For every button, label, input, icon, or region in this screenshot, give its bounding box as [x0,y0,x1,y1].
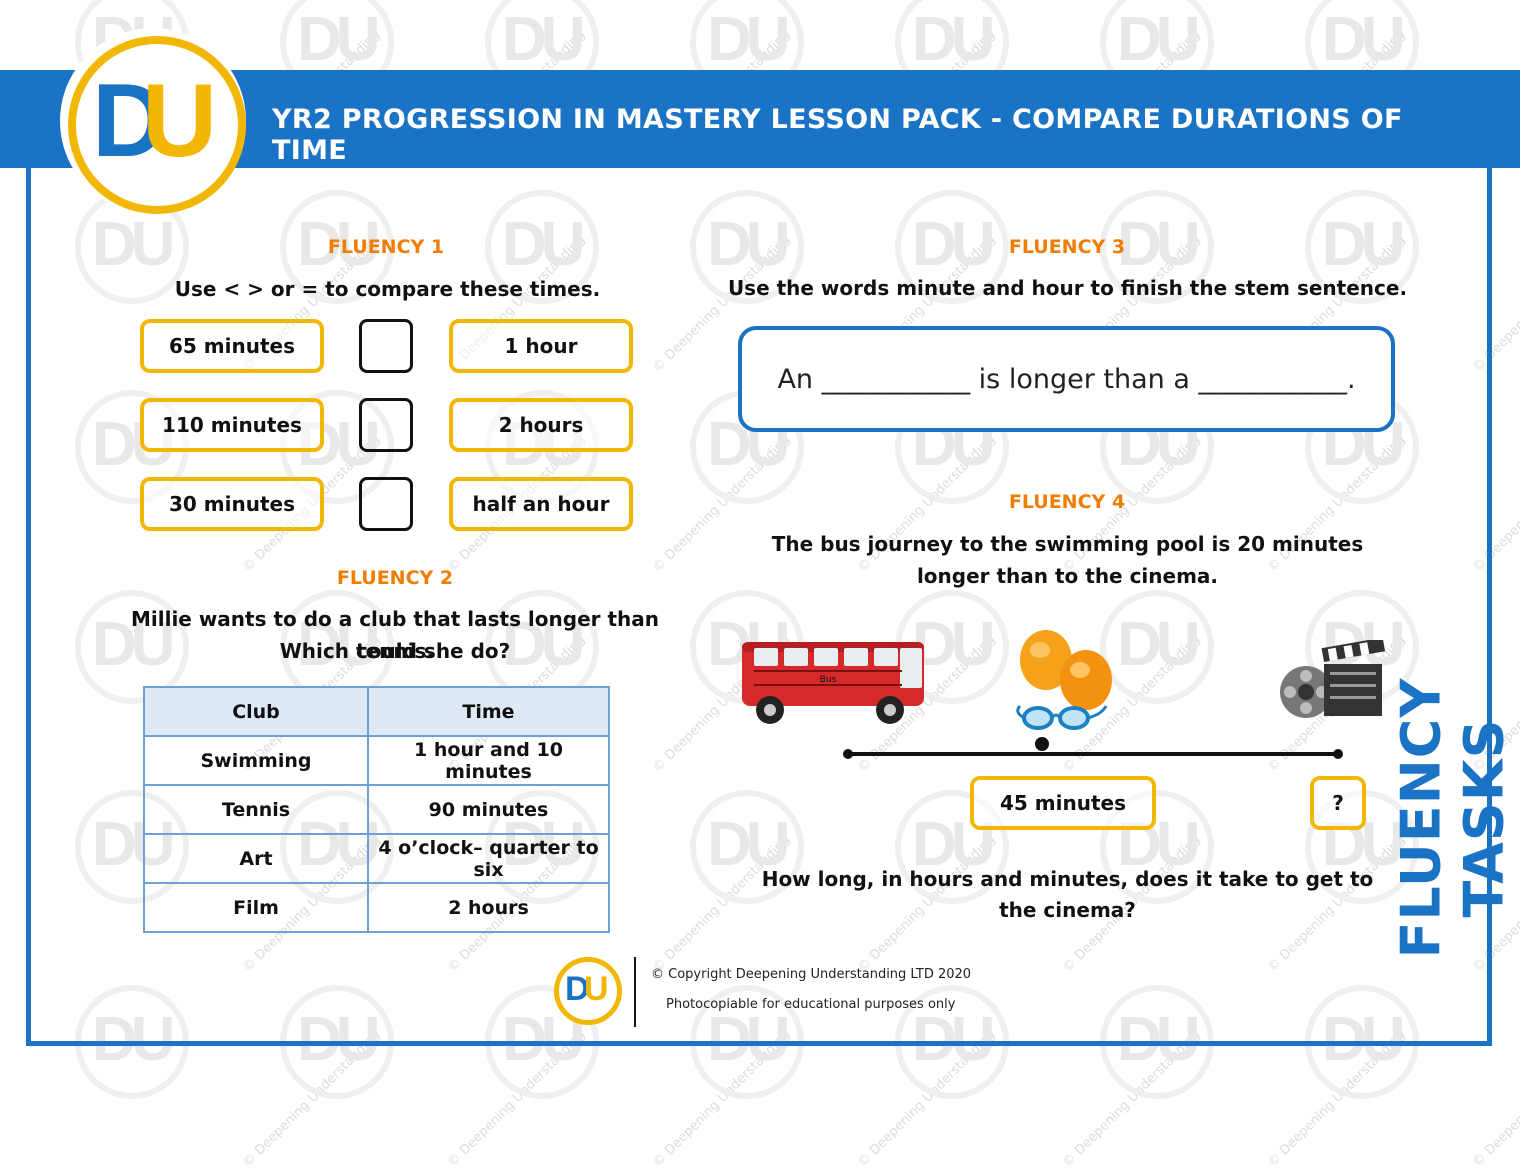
fluency1-right-box-1: 1 hour [449,319,633,373]
logo-letter-d: D [92,63,167,179]
fluency4-title: FLUENCY 4 [1008,491,1126,513]
fluency1-right-box-2: 2 hours [449,398,633,452]
table-header-club: Club [143,686,369,737]
watermark-letters: DU [707,1005,791,1074]
table-cell-time: 1 hour and 10 minutes [367,735,610,786]
watermark-ring [895,790,1009,904]
watermark-letters: DU [1117,210,1201,279]
watermark-letters: DU [297,210,381,279]
table-cell-club: Swimming [143,735,369,786]
footer-copyright: © Copyright Deepening Understanding LTD … [651,967,972,982]
header-bar [0,70,1520,168]
watermark-letters: DU [707,810,791,879]
watermark-ring [895,190,1009,304]
watermark-letters: DU [707,210,791,279]
fluency1-answer-box-1[interactable] [359,319,413,373]
side-label-container: FLUENCY TASKS [1390,565,1516,1040]
watermark-ring [1100,590,1214,704]
watermark-letters: DU [1322,210,1406,279]
fluency1-left-box-2: 110 minutes [140,398,324,452]
table-cell-club: Art [143,833,369,884]
footer-divider [634,957,636,1027]
watermark-ring [485,190,599,304]
stem-sentence-box: An ___________ is longer than a ________… [738,326,1395,432]
watermark-letters: DU [1117,610,1201,679]
watermark-letters: DU [1117,1005,1201,1074]
fluency2-instruction-line1: Millie wants to do a club that lasts lon… [130,607,660,663]
watermark-letters: DU [297,5,381,74]
unknown-duration-box[interactable]: ? [1310,776,1366,830]
watermark-ring [1100,190,1214,304]
fluency4-question-line1: How long, in hours and minutes, does it … [761,867,1374,891]
watermark-letters: DU [297,1005,381,1074]
side-label: FLUENCY TASKS [1389,677,1516,959]
fluency1-right-box-3: half an hour [449,477,633,531]
footer-logo-ring [554,957,622,1025]
armbands-goggles-icon [1016,630,1112,730]
watermark-ring [690,790,804,904]
watermark-letters: DU [707,5,791,74]
watermark-letters: DU [912,210,996,279]
watermark-letters: DU [1117,5,1201,74]
fluency1-left-box-3: 30 minutes [140,477,324,531]
watermark-letters: DU [502,610,586,679]
clubs-table: Club Time Swimming 1 hour and 10 minutes… [143,686,610,933]
watermark-letters: DU [502,210,586,279]
watermark-letters: DU [912,1005,996,1074]
table-row: Art 4 o’clock– quarter to six [143,833,610,884]
table-cell-club: Tennis [143,784,369,835]
fluency2-title: FLUENCY 2 [336,567,454,589]
cinema-icon [1280,640,1386,718]
table-cell-time: 4 o’clock– quarter to six [367,833,610,884]
table-row: Film 2 hours [143,882,610,933]
footer-logo-d: D [565,970,590,1008]
fluency2-instruction-line2: Which could she do? [279,639,511,663]
watermark-letters: DU [502,5,586,74]
table-cell-time: 2 hours [367,882,610,933]
table-cell-club: Film [143,882,369,933]
fluency1-answer-box-3[interactable] [359,477,413,531]
fluency4-line2: longer than to the cinema. [916,564,1219,588]
watermark-letters: DU [92,1005,176,1074]
fluency1-left-box-1: 65 minutes [140,319,324,373]
watermark-ring [690,190,804,304]
stem-sentence: An ___________ is longer than a ________… [777,363,1356,395]
footer-logo-u: U [584,970,609,1008]
bus-icon: Bus [742,642,924,724]
watermark-letters: DU [912,5,996,74]
table-header-row: Club Time [143,686,610,737]
watermark-ring [1100,790,1214,904]
fluency1-title: FLUENCY 1 [327,236,445,258]
watermark-ring [280,190,394,304]
fluency3-title: FLUENCY 3 [1008,236,1126,258]
table-row: Tennis 90 minutes [143,784,610,835]
bus-label: Bus [820,675,837,685]
journey-number-line [843,737,1343,759]
table-cell-time: 90 minutes [367,784,610,835]
watermark-ring [75,590,189,704]
logo-letter-u: U [142,63,218,179]
fluency1-answer-box-2[interactable] [359,398,413,452]
footer-note: Photocopiable for educational purposes o… [666,997,956,1012]
fluency1-instruction: Use < > or = to compare these times. [174,277,601,301]
watermark-letters: DU [912,610,996,679]
watermark-letters: DU [92,210,176,279]
watermark-letters: DU [1322,1005,1406,1074]
logo-ring [68,36,246,214]
watermark-letters: DU [1322,5,1406,74]
fluency4-line1: The bus journey to the swimming pool is … [771,532,1364,556]
page-frame [26,168,1492,1046]
known-duration-box: 45 minutes [970,776,1156,830]
watermark-ring [1305,190,1419,304]
table-header-time: Time [367,686,610,737]
fluency3-instruction: Use the words minute and hour to finish … [727,276,1408,300]
watermark-letters: DU [297,610,381,679]
page-title: YR2 PROGRESSION IN MASTERY LESSON PACK -… [272,104,1403,166]
table-row: Swimming 1 hour and 10 minutes [143,735,610,786]
fluency4-question-line2: the cinema? [999,898,1136,922]
watermark-letters: DU [92,610,176,679]
